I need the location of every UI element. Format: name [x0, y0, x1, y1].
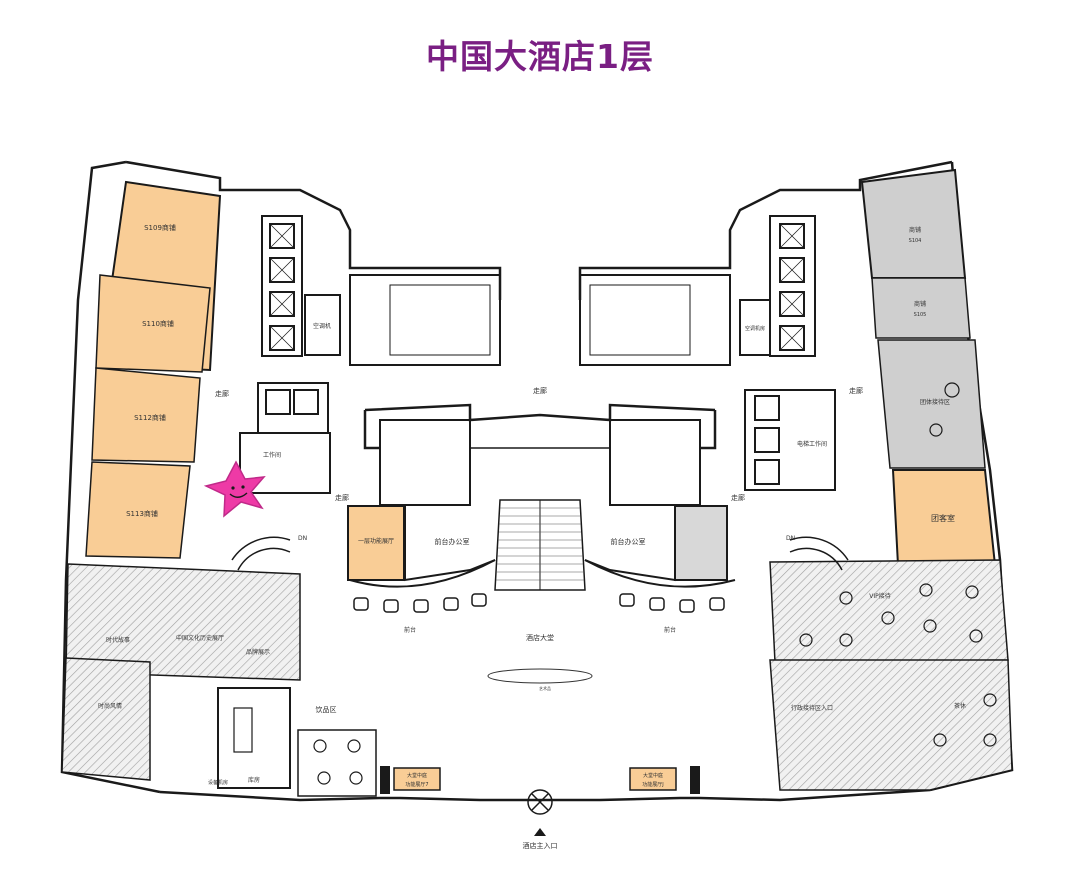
vip-lounge-label: VIP接待 — [869, 592, 891, 600]
shop-s113 — [85, 461, 191, 559]
brand-display-label: 品牌展示 — [246, 648, 270, 656]
desk-chairs — [353, 593, 725, 613]
front-office-left-label: 前台办公室 — [435, 537, 470, 546]
hatched-zones — [61, 559, 1013, 791]
corridor-right2-label: 走廊 — [731, 493, 745, 502]
dn-left-label: DN — [298, 535, 307, 542]
lobby-hall-right — [629, 767, 677, 791]
style-zone-label: 时尚风情 — [98, 702, 122, 710]
exec-lounge-label: 行政接待区入口 — [791, 704, 833, 712]
shop-s110-label: S110商铺 — [142, 319, 174, 328]
function-hall-1-label: 一层功能展厅 — [358, 537, 394, 545]
shop-s112 — [91, 367, 201, 463]
shop-s104-label: 商铺 — [909, 226, 921, 234]
dn-right-label: DN — [786, 535, 795, 542]
leisure-label: 茶休 — [954, 702, 966, 710]
lobby-art-piece — [487, 668, 593, 684]
warehouse — [217, 687, 291, 789]
drink-tables — [313, 739, 363, 785]
shop-s112-label: S112商铺 — [134, 413, 166, 422]
location-star-icon — [203, 460, 266, 518]
staircase-treads — [496, 507, 584, 581]
aircon-left-label: 空调机 — [313, 322, 331, 330]
era-story-label: 时代故事 — [106, 636, 130, 644]
entrance-arrow-icon — [534, 828, 546, 836]
left-core — [239, 215, 501, 494]
corridor-right-label: 走廊 — [849, 386, 863, 395]
shop-s110 — [95, 274, 211, 373]
mirror-panel — [233, 707, 253, 753]
right-shops: 商铺 S104 商铺 S105 团体接待区 — [860, 168, 986, 469]
front-desk-right-label: 前台 — [664, 626, 676, 634]
front-office-right-label: 前台办公室 — [611, 537, 646, 546]
workshop-label: 工作间 — [263, 451, 281, 459]
central-block — [363, 403, 717, 591]
svg-text:功能展厅7: 功能展厅7 — [405, 781, 428, 788]
drink-area-label: 饮品区 — [316, 705, 337, 714]
corridor-center-label: 走廊 — [533, 386, 547, 395]
shop-s113-label: S113商铺 — [126, 509, 158, 518]
main-entrance-label: 酒店主入口 — [523, 841, 558, 850]
page-title: 中国大酒店1层 — [426, 37, 654, 76]
shop-s105-label: 商铺 — [914, 300, 926, 308]
svg-text:大堂中庭: 大堂中庭 — [407, 772, 427, 779]
lobby-label: 酒店大堂 — [526, 633, 554, 642]
drink-area — [297, 729, 377, 797]
function-hall-1 — [347, 505, 405, 581]
front-desk-left-label: 前台 — [404, 626, 416, 634]
corridor-left2-label: 走廊 — [335, 493, 349, 502]
left-shops: S109商铺 S110商铺 S112商铺 S113商铺 — [85, 180, 222, 559]
svg-text:S104: S104 — [909, 238, 922, 244]
shop-s104 — [860, 168, 967, 279]
corridor-left-label: 走廊 — [215, 389, 229, 398]
svg-text:大堂中庭: 大堂中庭 — [643, 772, 663, 779]
culture-hall-label: 中国文化历史展厅 — [176, 634, 224, 642]
revolving-door — [527, 789, 553, 815]
vip-furniture — [799, 382, 997, 747]
shop-s109-label: S109商铺 — [144, 223, 176, 232]
aircon-right-label: 空调机房 — [745, 325, 765, 332]
spiral-stairs — [231, 536, 849, 571]
svg-text:S105: S105 — [914, 312, 927, 318]
group-checkin-area — [877, 339, 986, 469]
art-piece-label: 艺术品 — [539, 685, 551, 691]
svg-text:功能展厅J: 功能展厅J — [642, 781, 663, 788]
right-core — [579, 215, 836, 491]
lift-workshop-label: 电梯工作间 — [797, 440, 827, 448]
front-offices — [349, 505, 736, 588]
group-checkin-label: 团体接待区 — [920, 398, 950, 406]
lobby-hall-left — [393, 767, 441, 791]
group-room-label: 团客室 — [931, 513, 955, 523]
warehouse-label: 库房 — [248, 776, 260, 784]
shop-s105 — [871, 277, 971, 339]
equipment-label: 设备机房 — [208, 779, 228, 786]
